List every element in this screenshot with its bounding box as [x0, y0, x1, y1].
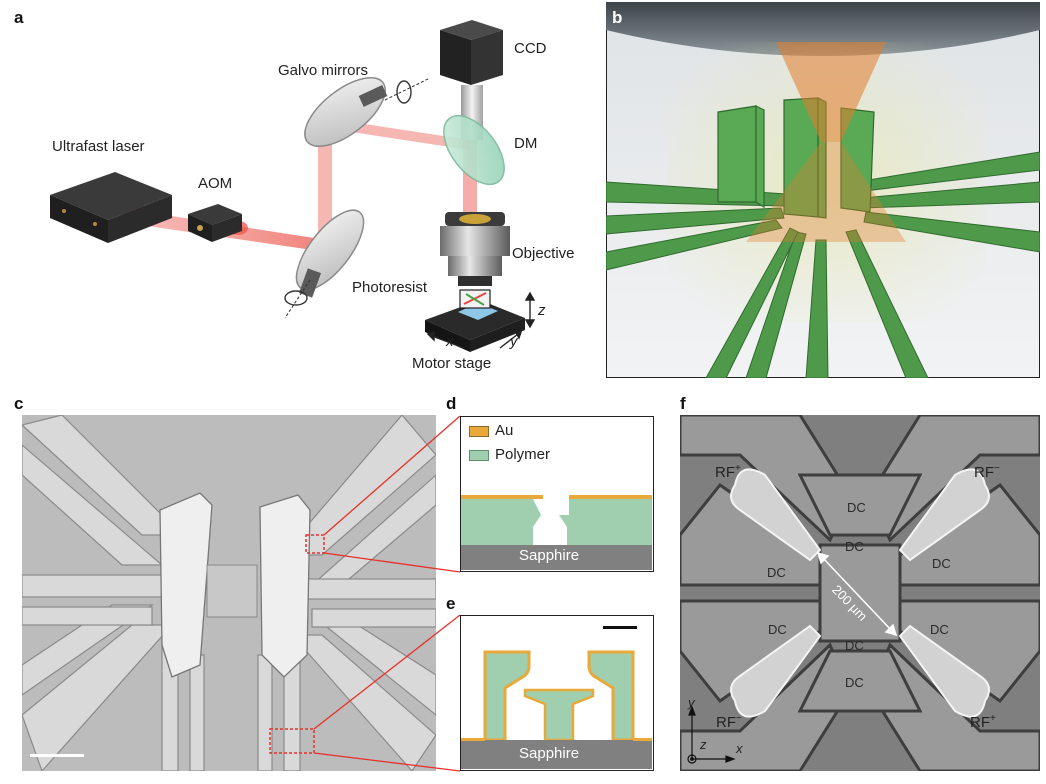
galvo-mirrors-label: Galvo mirrors: [278, 62, 369, 79]
axis-y-label: y: [510, 333, 518, 350]
panel-d-cross-section: [461, 495, 652, 570]
galvo-mirror-lower: [284, 209, 365, 319]
panel-e-frame: Sapphire: [460, 615, 654, 771]
panel-e-sapphire-label: Sapphire: [519, 745, 580, 762]
panel-d-letter: d: [446, 394, 457, 413]
rf-plus-bottom-right-label: RF+: [970, 713, 996, 731]
dc-label-7: DC: [845, 638, 864, 653]
dc-label-3: DC: [767, 565, 786, 580]
panel-a-letter: a: [14, 8, 24, 27]
aom-box: [188, 204, 242, 242]
dichroic-mirror: [443, 114, 505, 186]
dc-label-1: DC: [847, 500, 866, 515]
galvo-mirror-upper: [304, 76, 431, 148]
panel-f-sem-image: [680, 415, 1040, 771]
rf-minus-bottom-left-label: RF−: [716, 713, 742, 731]
panel-d-frame: Au Polymer Sapphire: [460, 416, 654, 572]
dm-label: DM: [514, 135, 538, 152]
rf-minus-top-right-label: RF−: [974, 463, 1000, 481]
objective-label: Objective: [512, 245, 575, 262]
axis-z-label: z: [538, 302, 546, 319]
legend-au-label: Au: [495, 422, 514, 439]
rf-plus-top-left-label: RF+: [715, 463, 741, 481]
motor-stage-label: Motor stage: [412, 355, 492, 372]
objective-lens: [440, 212, 510, 286]
ultrafast-laser-box: [50, 172, 172, 243]
axis-x-label: x: [446, 333, 454, 350]
legend-polymer-label: Polymer: [495, 446, 551, 463]
dc-label-8: DC: [845, 675, 864, 690]
dc-label-6: DC: [930, 622, 949, 637]
rf-sup-plus: +: [990, 713, 996, 724]
aom-label: AOM: [198, 175, 233, 192]
f-axis-z-label: z: [700, 737, 707, 752]
dc-label-2: DC: [845, 539, 864, 554]
panel-c-sem-image: [22, 415, 436, 771]
ultrafast-laser-label: Ultrafast laser: [52, 138, 145, 155]
panel-f-letter: f: [680, 394, 686, 413]
panel-e-letter: e: [446, 594, 456, 613]
panel-b-letter: b: [612, 8, 623, 27]
rf-sup-minus: −: [736, 713, 742, 724]
rf-sup-plus: +: [735, 463, 741, 474]
stage-axes-arrows: [426, 291, 536, 349]
panel-e-cross-section: [461, 626, 652, 769]
legend-polymer-swatch: [469, 450, 489, 461]
dc-label-5: DC: [768, 622, 787, 637]
panel-d-sapphire-label: Sapphire: [519, 547, 580, 564]
panel-b-render: [606, 2, 1040, 378]
rf-text: RF: [716, 714, 736, 731]
motor-stage: [425, 289, 525, 352]
legend-au-swatch: [469, 426, 489, 437]
rf-text: RF: [715, 464, 735, 481]
rf-text: RF: [970, 714, 990, 731]
photoresist-label: Photoresist: [352, 279, 428, 296]
rf-text: RF: [974, 464, 994, 481]
rf-sup-minus: −: [994, 463, 1000, 474]
f-axis-y-label: y: [688, 695, 695, 710]
f-axis-x-label: x: [736, 741, 743, 756]
panel-a-setup-illustration: [50, 20, 536, 352]
panel-c-letter: c: [14, 394, 24, 413]
ccd-label: CCD: [514, 40, 547, 57]
dc-label-4: DC: [932, 556, 951, 571]
